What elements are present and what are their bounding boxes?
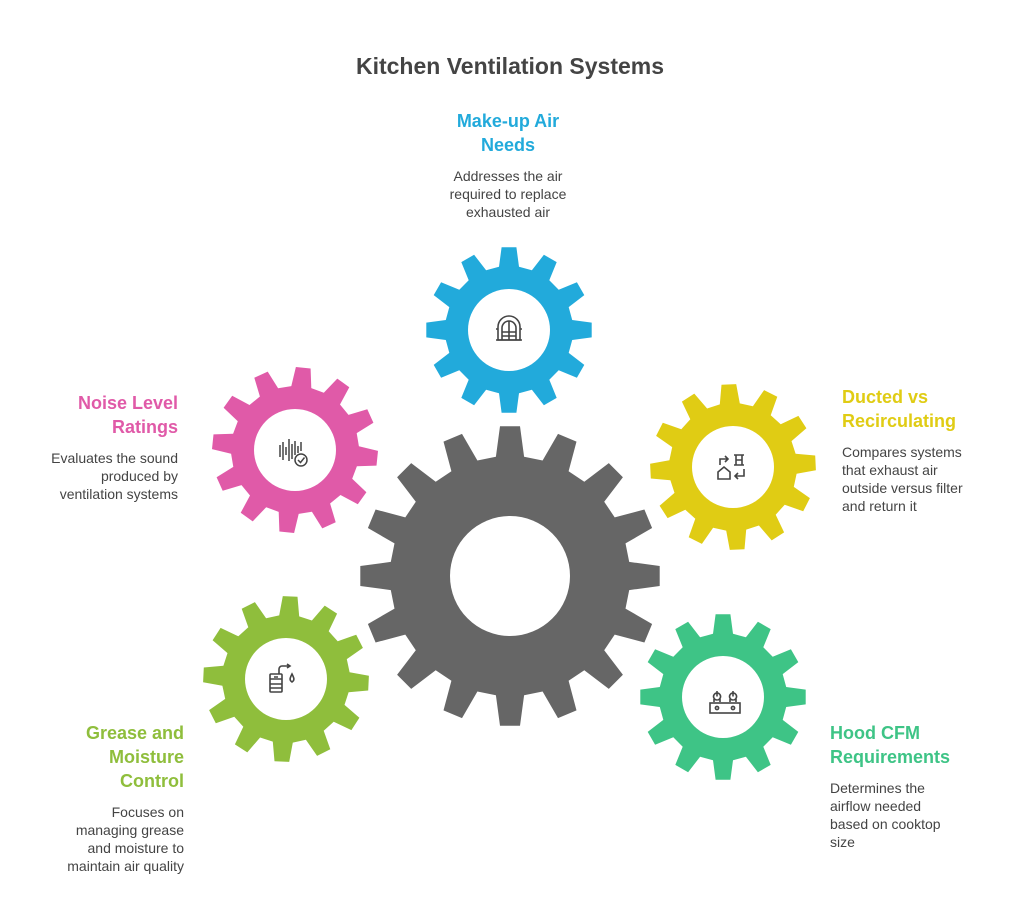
description-line: managing grease — [75, 822, 184, 838]
gear-ducted-vs-recirculating — [650, 384, 816, 550]
description-line: required to replace — [449, 186, 567, 202]
heading-line: Needs — [480, 135, 536, 155]
node-heading: Hood CFM Requirements — [830, 721, 1010, 769]
description-line: maintain air quality — [67, 858, 184, 874]
node-description: Addresses the air required to replace ex… — [418, 167, 598, 221]
node-hood-cfm: Hood CFM Requirements Determines the air… — [830, 721, 1010, 851]
node-description: Focuses on managing grease and moisture … — [24, 803, 184, 875]
description-line: airflow needed — [830, 798, 922, 814]
heading-line: Requirements — [830, 747, 951, 767]
heading-line: Make-up Air — [456, 111, 560, 131]
heading-line: Control — [120, 771, 184, 791]
node-noise-level: Noise Level Ratings Evaluates the sound … — [18, 391, 178, 503]
node-description: Compares systems that exhaust air outsid… — [842, 443, 1012, 515]
description-line: exhausted air — [465, 204, 551, 220]
description-line: and return it — [842, 498, 917, 514]
node-grease-moisture: Grease and Moisture Control Focuses on m… — [24, 721, 184, 875]
node-heading: Grease and Moisture Control — [24, 721, 184, 793]
description-line: Determines the — [830, 780, 925, 796]
arched-window-icon — [496, 315, 522, 341]
diagram-title: Kitchen Ventilation Systems — [355, 53, 665, 79]
node-heading: Make-up Air Needs — [418, 109, 598, 157]
description-line: produced by — [100, 468, 178, 484]
heading-line: Grease and — [85, 723, 184, 743]
gear-grease-moisture — [203, 596, 369, 762]
description-line: Evaluates the sound — [51, 450, 178, 466]
heading-line: Noise Level — [77, 393, 178, 413]
description-line: ventilation systems — [59, 486, 178, 502]
node-ducted-vs-recirculating: Ducted vs Recirculating Compares systems… — [842, 385, 1012, 515]
central-gear — [360, 426, 660, 726]
cooktop-icon — [709, 691, 741, 714]
description-line: based on cooktop — [830, 816, 941, 832]
node-makeup-air: Make-up Air Needs Addresses the air requ… — [418, 109, 598, 221]
sound-check-icon — [279, 439, 308, 467]
airflow-return-icon — [717, 454, 745, 480]
node-heading: Noise Level Ratings — [18, 391, 178, 439]
heading-line: Ratings — [111, 417, 178, 437]
description-line: and moisture to — [87, 840, 185, 856]
description-line: Focuses on — [111, 804, 184, 820]
heading-line: Moisture — [108, 747, 184, 767]
description-line: Compares systems — [842, 444, 962, 460]
filter-drop-icon — [269, 663, 295, 693]
description-line: Addresses the air — [453, 168, 563, 184]
description-line: outside versus filter — [842, 480, 963, 496]
heading-line: Ducted vs — [842, 387, 929, 407]
description-line: size — [830, 834, 855, 850]
node-description: Evaluates the sound produced by ventilat… — [18, 449, 178, 503]
heading-line: Recirculating — [842, 411, 957, 431]
gear-hood-cfm — [640, 614, 806, 780]
heading-line: Hood CFM — [830, 723, 920, 743]
description-line: that exhaust air — [842, 462, 938, 478]
node-description: Determines the airflow needed based on c… — [830, 779, 1010, 851]
node-heading: Ducted vs Recirculating — [842, 385, 1012, 433]
